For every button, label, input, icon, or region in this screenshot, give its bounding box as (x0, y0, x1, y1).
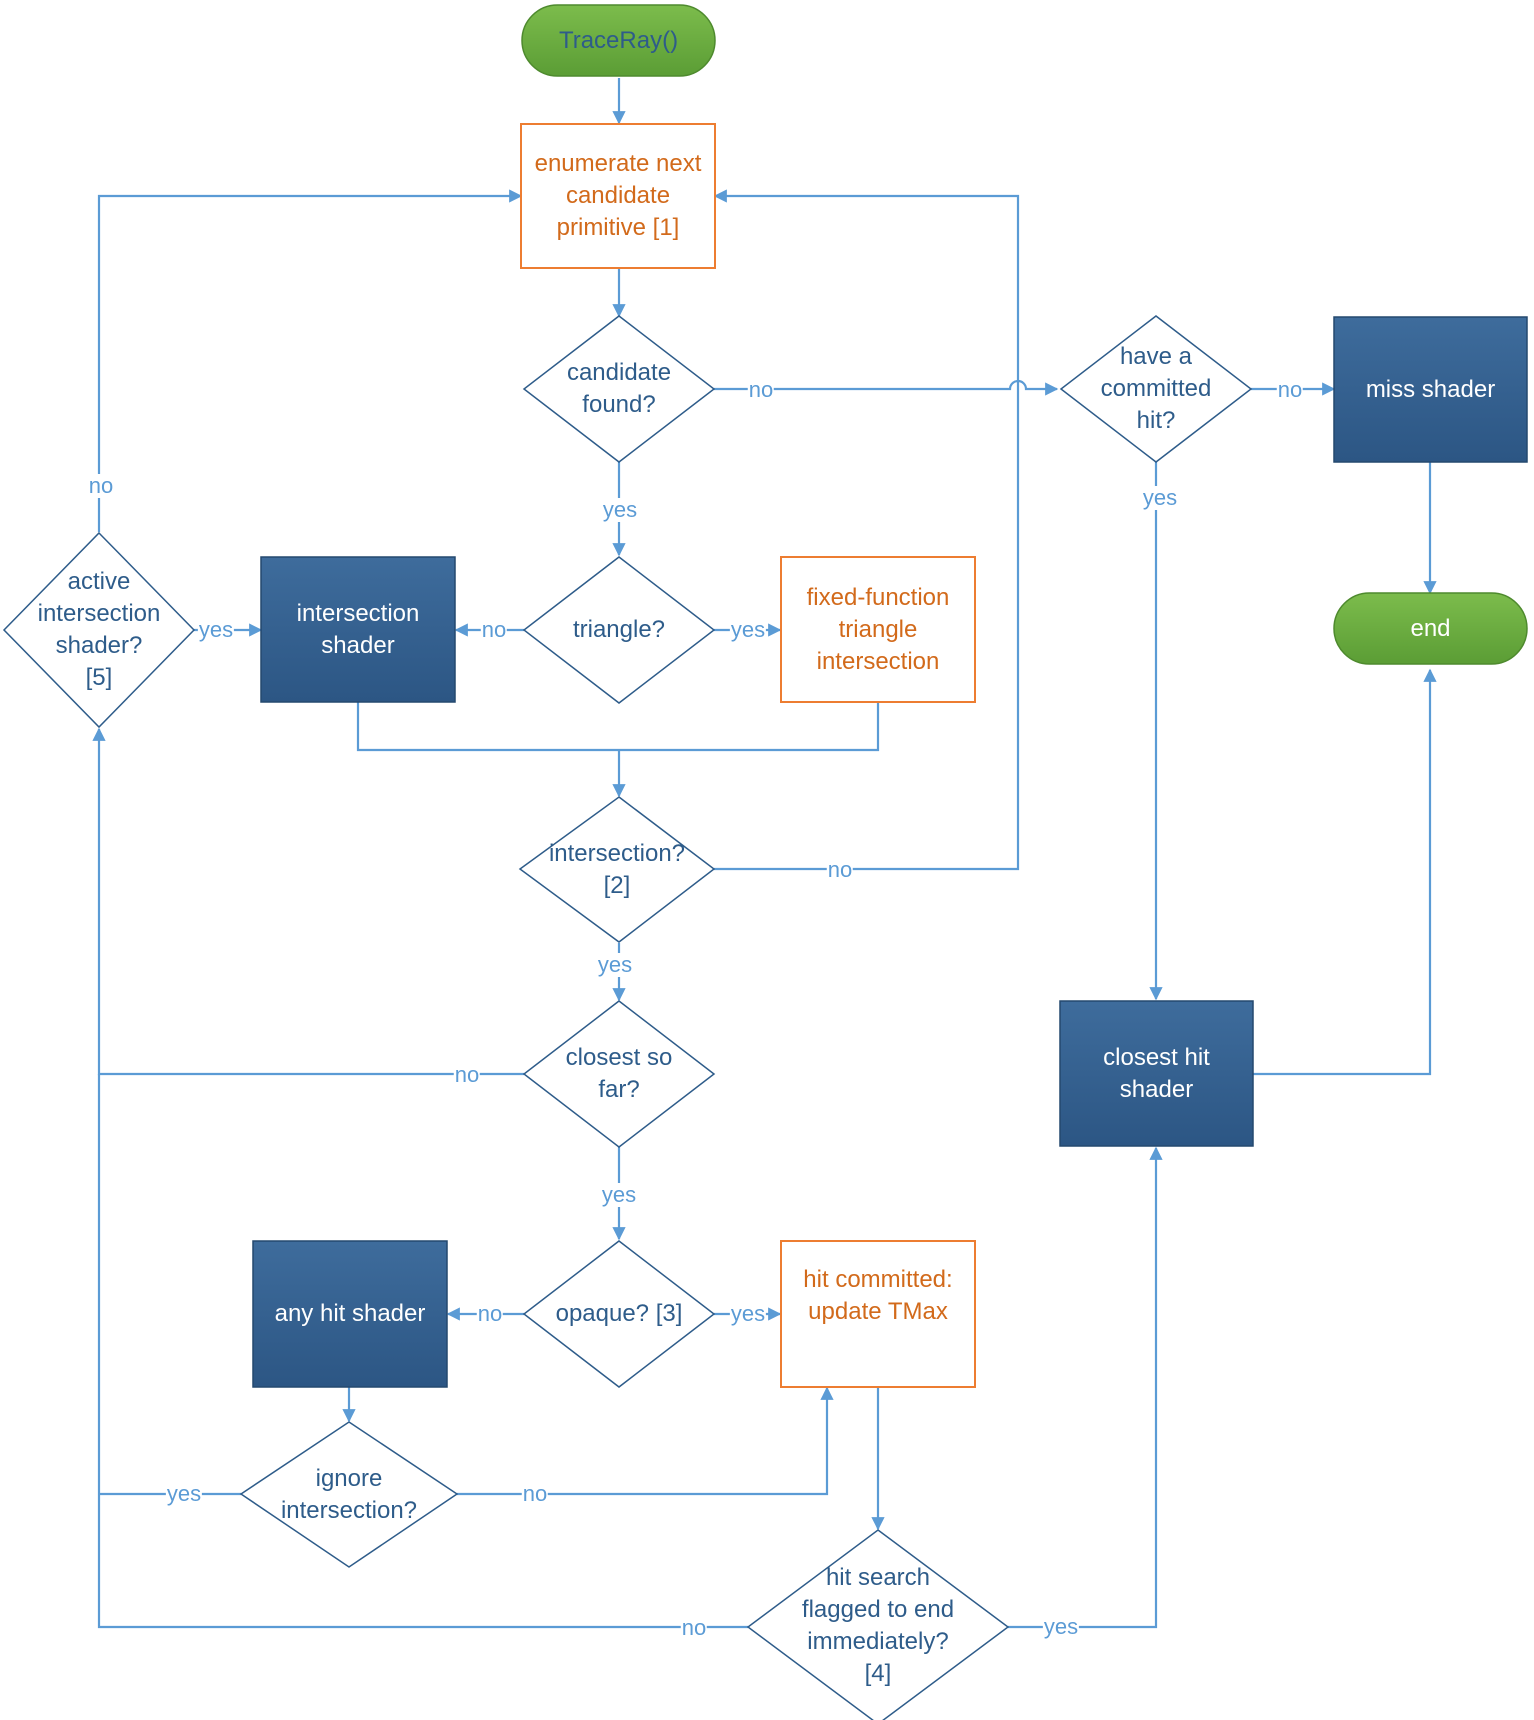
arrow-hit-search-yes-to-closest-hit (1008, 1146, 1163, 1629)
node-traceray (521, 4, 716, 77)
node-intersection-q (518, 796, 716, 943)
node-fixed-function (780, 556, 976, 703)
node-candidate-found (522, 315, 716, 463)
connector-intersection-shader-merge (356, 702, 880, 752)
node-hit-search (746, 1529, 1010, 1720)
node-have-committed (1059, 315, 1253, 463)
node-any-hit-shader (252, 1240, 448, 1388)
arrow-closest-no-to-active (92, 727, 524, 1076)
arrow-intersection-no-to-enumerate (713, 189, 1020, 871)
node-triangle (522, 556, 716, 704)
node-end (1333, 592, 1528, 665)
node-closest-so-far (522, 1000, 716, 1148)
arrow-active-no-to-enumerate (97, 189, 523, 532)
arrow-ignore-no-to-hit-committed (457, 1386, 834, 1496)
node-active-intersection (2, 531, 196, 729)
arrow-closest-hit-to-end (1252, 668, 1437, 1076)
arrow-hit-search-no-to-active (97, 1074, 748, 1629)
node-ignore (239, 1421, 459, 1568)
node-closest-hit-shader (1059, 1000, 1254, 1147)
arrow-candidate-no-to-committed (714, 379, 1059, 396)
node-opaque (522, 1240, 716, 1388)
node-enumerate (520, 123, 716, 269)
node-miss-shader (1333, 316, 1528, 463)
connectors (92, 78, 1437, 1629)
node-hit-committed (780, 1240, 976, 1388)
node-intersection-shader (260, 556, 456, 703)
